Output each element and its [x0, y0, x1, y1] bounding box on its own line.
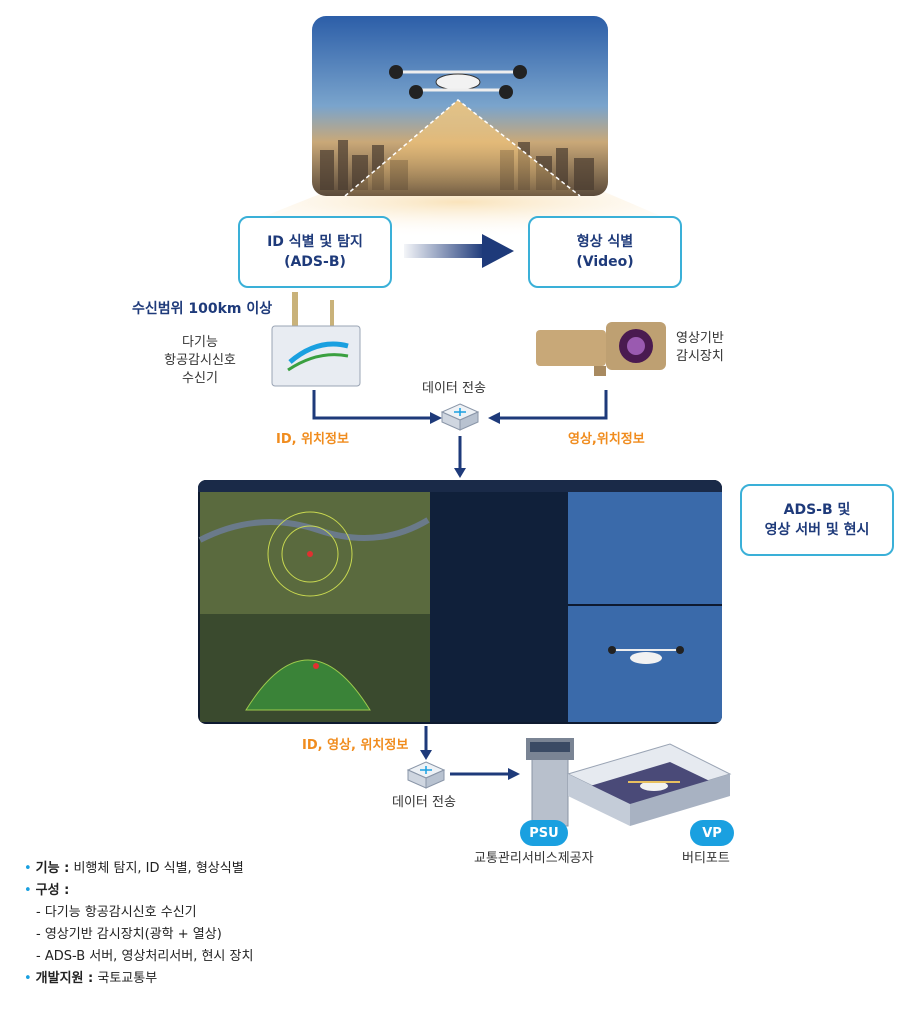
shape-identification-box: 형상 식별 (Video) [528, 216, 682, 288]
drone-icon [389, 65, 527, 99]
data-transfer-label-2: 데이터 전송 [392, 795, 456, 810]
receiver-label: 다기능 항공감시신호 수신기 [150, 334, 250, 388]
legend-composition-item: - ADS-B 서버, 영상처리서버, 현시 장치 [36, 949, 254, 964]
vp-label: 버티포트 [682, 851, 730, 866]
server-box-line1: ADS-B 및 [783, 502, 851, 518]
camera-device-icon [536, 322, 666, 376]
server-box: ADS-B 및 영상 서버 및 현시 [740, 484, 894, 556]
legend-composition-item: - 영상기반 감시장치(광학 + 열상) [36, 927, 222, 942]
receiver-label-line2: 항공감시신호 [164, 353, 236, 368]
camera-label: 영상기반 감시장치 [676, 330, 724, 366]
id-detection-box: ID 식별 및 탐지 (ADS-B) [238, 216, 392, 288]
network-switch-icon [440, 403, 480, 431]
vertiport-building-icon [526, 738, 732, 827]
bullet-icon: • [24, 861, 32, 876]
vp-badge: VP [690, 820, 734, 846]
psu-badge: PSU [520, 820, 568, 846]
legend-support-title: 개발지원 : [35, 971, 94, 986]
legend-support-text: 국토교통부 [97, 971, 158, 986]
left-flow-label: ID, 위치정보 [276, 432, 349, 447]
right-flow-label: 영상,위치정보 [568, 432, 645, 447]
legend-function: •기능 : 비행체 탐지, ID 식별, 형상식별 [24, 858, 253, 880]
data-transfer-label-1: 데이터 전송 [422, 381, 486, 396]
legend-composition-item: - 다기능 항공감시신호 수신기 [36, 905, 197, 920]
id-detection-line1: ID 식별 및 탐지 [267, 234, 363, 250]
legend-function-text: 비행체 탐지, ID 식별, 형상식별 [73, 861, 244, 876]
legend-function-title: 기능 : [35, 861, 70, 876]
bullet-icon: • [24, 883, 32, 898]
legend-support: •개발지원 : 국토교통부 [24, 968, 253, 990]
receiver-label-line1: 다기능 [182, 335, 218, 350]
bottom-flow-arrows [420, 726, 520, 780]
flow-arrows [312, 390, 608, 478]
camera-label-line2: 감시장치 [676, 349, 724, 364]
legend: •기능 : 비행체 탐지, ID 식별, 형상식별 •구성 : - 다기능 항공… [24, 858, 253, 990]
range-label: 수신범위 100km 이상 [132, 301, 273, 317]
id-detection-line2: (ADS-B) [284, 254, 346, 270]
bullet-icon: • [24, 971, 32, 986]
shape-identification-line1: 형상 식별 [576, 234, 634, 250]
legend-composition-title: 구성 : [35, 883, 70, 898]
server-display-content [198, 480, 722, 722]
psu-label: 교통관리서비스제공자 [474, 851, 594, 866]
camera-label-line1: 영상기반 [676, 331, 724, 346]
server-display [198, 480, 722, 724]
right-arrow-icon [404, 234, 514, 268]
receiver-label-line3: 수신기 [182, 371, 218, 386]
server-box-line2: 영상 서버 및 현시 [764, 522, 870, 538]
bottom-flow-label: ID, 영상, 위치정보 [302, 738, 409, 753]
shape-identification-line2: (Video) [576, 254, 634, 270]
legend-composition: •구성 : [24, 880, 253, 902]
network-switch-icon-2 [406, 761, 446, 789]
receiver-device-icon [271, 292, 361, 387]
